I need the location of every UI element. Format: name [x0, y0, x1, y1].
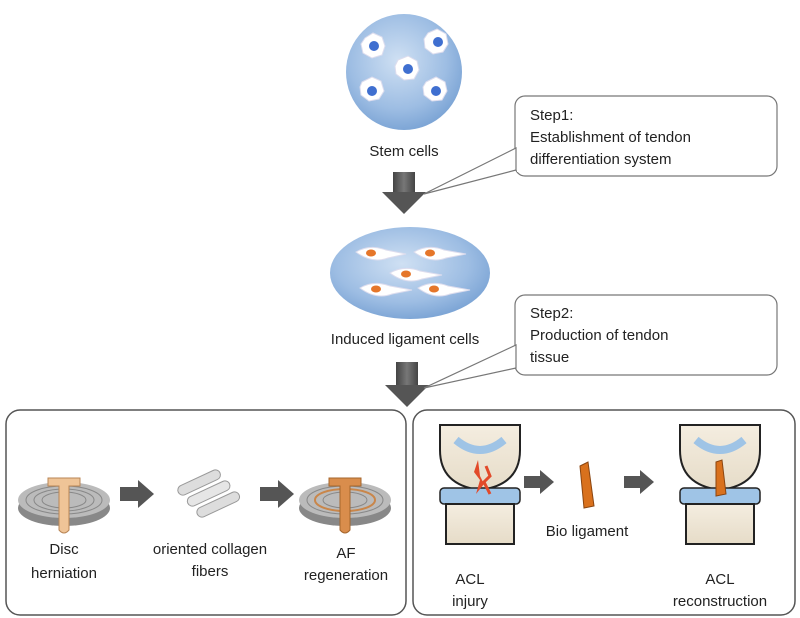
- ligament-cell: [359, 282, 413, 297]
- stem-cell: [422, 76, 448, 102]
- ligament-cell: [389, 267, 443, 282]
- step1-line1: Establishment of tendon: [530, 129, 691, 146]
- stem-cell: [359, 76, 385, 102]
- right-arrow-icon: [260, 480, 294, 508]
- step2-callout: [423, 294, 778, 389]
- stem-cell: [394, 55, 420, 81]
- ligament-cell: [355, 246, 407, 261]
- step1-callout: [423, 95, 778, 195]
- disc-herniation-icon: [18, 477, 110, 534]
- acl-injury-label-line2: injury: [452, 593, 488, 610]
- ligament-cell: [417, 282, 471, 297]
- step1-line2: differentiation system: [530, 151, 672, 168]
- step2-line1: Production of tendon: [530, 327, 669, 344]
- stem-cells-label: Stem cells: [369, 143, 439, 160]
- induced-cells-dish: [330, 227, 490, 319]
- acl-reconstruction-label-line1: ACL: [705, 571, 735, 588]
- right-arrow-icon: [524, 470, 554, 494]
- disc-label-line1: Disc: [49, 541, 79, 558]
- right-arrow-icon: [624, 470, 654, 494]
- af-label-line2: regeneration: [303, 567, 389, 584]
- collagen-fibers-icon: [177, 469, 241, 518]
- stem-cell: [360, 32, 386, 59]
- collagen-label-line2: fibers: [191, 563, 229, 580]
- af-regeneration-icon: [299, 477, 391, 534]
- knee-injury-icon: [439, 424, 521, 545]
- stem-cells-dish: [346, 14, 462, 130]
- acl-injury-label-line1: ACL: [455, 571, 485, 588]
- disc-label-line2: herniation: [31, 565, 97, 582]
- induced-ligament-cells-label: Induced ligament cells: [330, 331, 480, 348]
- step1-title: Step1:: [530, 107, 574, 124]
- knee-reconstruction-icon: [679, 424, 761, 545]
- left-panel: [5, 409, 407, 616]
- right-arrow-icon: [120, 480, 154, 508]
- bio-ligament-icon: [579, 461, 595, 509]
- acl-reconstruction-label-line2: reconstruction: [672, 593, 768, 610]
- bio-ligament-label: Bio ligament: [545, 523, 629, 540]
- down-arrow-icon: [385, 362, 429, 407]
- stem-cell: [423, 28, 449, 55]
- ligament-cell: [413, 246, 467, 261]
- step2-line2: tissue: [530, 349, 570, 366]
- down-arrow-icon: [382, 172, 426, 214]
- right-panel: [412, 409, 796, 616]
- collagen-label-line1: oriented collagen: [152, 541, 268, 558]
- af-label-line1: AF: [336, 545, 356, 562]
- step2-title: Step2:: [530, 305, 574, 322]
